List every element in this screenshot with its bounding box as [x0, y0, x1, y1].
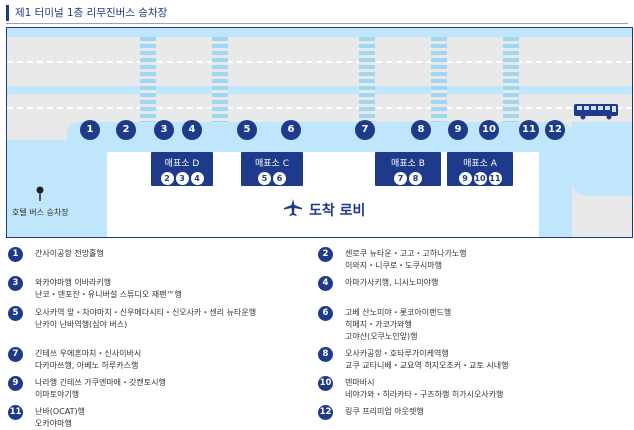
legend-text: 센로쿠 뉴타운・고고・고하나가노행 — [345, 249, 467, 258]
legend-number: 8 — [318, 347, 333, 362]
legend-text: 이와지・니쿠로・도쿠시마행 — [345, 261, 442, 270]
title-divider — [6, 23, 628, 24]
booth-stop: 7 — [394, 172, 407, 185]
booth-label: 매표소 B — [391, 159, 425, 169]
legend-text: 난코・덴포잔・유니버설 스튜디오 재팬™행 — [35, 290, 182, 299]
legend-text: 고야산(오쿠노인앞)행 — [345, 332, 418, 341]
booth-stop: 11 — [488, 172, 502, 185]
location-pin-icon — [36, 186, 44, 201]
lower-lane-marking — [7, 107, 632, 109]
bus-stop-3: 3 — [154, 120, 174, 140]
bus-stop-7: 7 — [355, 120, 375, 140]
legend-text: 오카야마행 — [35, 419, 72, 428]
booth-stop: 3 — [175, 172, 189, 185]
legend-number: 4 — [318, 276, 333, 291]
booth-stop: 10 — [473, 172, 487, 185]
booth-stop: 5 — [258, 172, 271, 185]
legend-number: 1 — [8, 247, 23, 262]
legend-number: 2 — [318, 247, 333, 262]
legend-text: 긴테쓰 우에혼마치・신사이바시 — [35, 349, 142, 358]
bus-stop-4: 4 — [182, 120, 202, 140]
booth-label: 매표소 D — [164, 159, 200, 169]
bus-stop-9: 9 — [448, 120, 468, 140]
legend-text: 이마토야기행 — [35, 390, 80, 399]
legend-text: 나라행 긴테쓰 가쿠엔마에・갓켄토시행 — [35, 378, 166, 387]
booth-stop: 9 — [458, 172, 472, 185]
booth-label: 매표소 A — [463, 159, 497, 169]
bus-icon — [574, 104, 618, 120]
booth-stop: 4 — [190, 172, 204, 185]
legend-number: 5 — [8, 306, 23, 321]
legend-text: 난카이 난바역행(심야 버스) — [35, 320, 128, 329]
legend-number: 6 — [318, 306, 333, 321]
legend-text: 오사카공항・호타루가이케역행 — [345, 349, 449, 358]
legend-text: 히메지・가코가와행 — [345, 320, 412, 329]
legend-number: 9 — [8, 376, 23, 391]
legend-text: 링쿠 프리미엄 아웃렛행 — [345, 407, 424, 416]
bus-stop-5: 5 — [237, 120, 257, 140]
legend-number: 12 — [318, 405, 333, 420]
hotel-bus-stop-label: 호텔 버스 승차장 — [12, 208, 69, 217]
booth-label: 매표소 C — [255, 159, 289, 169]
median-sidewalk — [7, 86, 632, 94]
crosswalk — [431, 37, 447, 122]
legend-number: 11 — [8, 405, 23, 420]
top-sidewalk — [7, 28, 632, 37]
legend-text: 고베 산노미야・롯코아이랜드행 — [345, 308, 452, 317]
right-sidewalk — [572, 122, 632, 196]
legend-text: 덴마바시 — [345, 378, 375, 387]
crosswalk — [212, 37, 228, 122]
upper-lane-marking — [7, 61, 632, 63]
page-title: 제1 터미널 1층 리무진버스 승차장 — [6, 5, 167, 21]
right-road — [572, 196, 632, 237]
bus-stop-12: 12 — [545, 120, 565, 140]
airplane-icon — [284, 199, 302, 216]
legend-text: 와카야마행 이바라키행 — [35, 278, 112, 287]
legend-text: 네야가와・히라카타・구즈하행 히가시오사카행 — [345, 390, 504, 399]
bus-stop-1: 1 — [80, 120, 100, 140]
bus-stop-11: 11 — [519, 120, 539, 140]
legend-text: 간사이공항 전망홀행 — [35, 249, 104, 258]
crosswalk — [503, 37, 519, 122]
legend-number: 10 — [318, 376, 333, 391]
booth-stop: 8 — [409, 172, 422, 185]
booth-stop: 6 — [273, 172, 286, 185]
right-platform — [539, 152, 572, 237]
legend-number: 3 — [8, 276, 23, 291]
left-sidewalk — [7, 140, 107, 237]
bus-stop-2: 2 — [116, 120, 136, 140]
legend-number: 7 — [8, 347, 23, 362]
arrival-lobby-label: 도착 로비 — [309, 203, 366, 219]
bus-stop-6: 6 — [281, 120, 301, 140]
booth-stop: 2 — [160, 172, 174, 185]
legend-text: 난바(OCAT)행 — [35, 407, 85, 416]
bus-stop-8: 8 — [411, 120, 431, 140]
crosswalk — [140, 37, 156, 122]
legend-text: 다카마쓰행, 아베노 하루카스행 — [35, 361, 139, 370]
legend-text: 오사카역 앞・차야마치・신우메다시티・신오사카・센리 뉴타운행 — [35, 308, 257, 317]
legend-text: 교쿠 교타니베・교요역 히지오조커・교토 시내행 — [345, 361, 509, 370]
bus-stop-10: 10 — [479, 120, 499, 140]
crosswalk — [359, 37, 375, 122]
legend-text: 아마가사키행, 니시노미야행 — [345, 278, 439, 287]
